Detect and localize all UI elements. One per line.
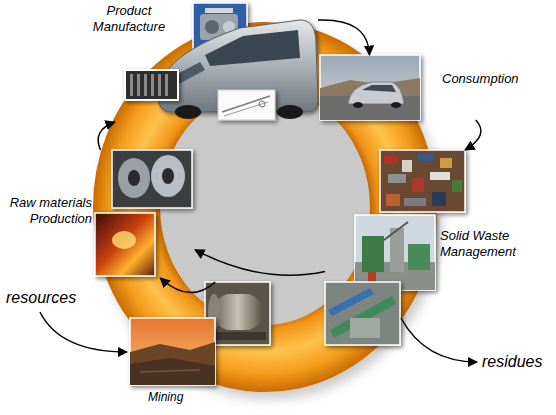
flow-arrow — [160, 278, 215, 293]
waste-photos-part-part — [452, 180, 462, 192]
mining-photos-part-part — [214, 294, 262, 330]
stage-label: Consumption — [442, 71, 524, 87]
raw-materials-photos-part — [112, 150, 192, 208]
raw-materials-photos-part-part — [118, 158, 150, 198]
waste-photos-part-part — [384, 222, 408, 240]
manufacture-photos-part-part — [125, 70, 178, 100]
mining-photos-part-part — [130, 358, 215, 385]
mining-photos-part-part — [140, 370, 200, 372]
stage-node: Raw materials Production — [2, 150, 195, 278]
manufacture-photos-part-part — [218, 90, 275, 120]
waste-photos-part-part — [386, 194, 400, 206]
manufacture-photos-part-part — [224, 102, 268, 116]
manufacture-photos-part-part — [137, 74, 140, 96]
manufacture-photos-part — [277, 105, 303, 119]
stage-label: Mining — [148, 390, 208, 404]
waste-photos-part-part — [368, 272, 376, 282]
waste-photos-part — [355, 215, 435, 290]
stage-node: Solid Waste Management — [325, 150, 552, 346]
manufacture-photos-part-part — [158, 74, 161, 96]
consumption-photo — [320, 55, 420, 120]
waste-photos-part — [325, 282, 400, 345]
stage-node: Product Manufacture — [88, 2, 318, 122]
mining-photos-part-part — [130, 318, 215, 385]
raw-materials-photos-part-part — [128, 170, 140, 186]
waste-photos-part-part — [388, 174, 406, 183]
consumption-photo-part — [348, 82, 404, 104]
flow-label: residues — [482, 352, 542, 371]
mining-photos-part-part — [210, 332, 266, 340]
flow-arrow — [98, 122, 115, 150]
waste-photos-part-part — [404, 198, 426, 206]
waste-photos-part-part — [418, 154, 434, 161]
output-arrow — [401, 318, 477, 362]
manufacture-photos-part-part — [151, 74, 154, 96]
waste-photos-part-part — [330, 296, 396, 338]
manufacture-photos-part-part — [259, 101, 265, 107]
waste-photos-part-part — [408, 244, 430, 270]
raw-materials-photos-part-part — [112, 150, 192, 208]
waste-photos-part-part — [328, 288, 374, 316]
waste-photos-part-part — [355, 215, 435, 290]
mining-photos-part-part — [130, 342, 215, 385]
flow-arrow — [195, 250, 325, 275]
stage-node: Mining — [130, 282, 272, 408]
consumption-photo-part — [391, 102, 401, 108]
manufacture-photos-part — [175, 105, 201, 119]
waste-photos-part-part — [362, 236, 384, 272]
waste-photos-part-part — [432, 192, 446, 206]
consumption-photo-part — [320, 55, 420, 120]
manufacture-photos-part — [205, 30, 300, 66]
raw-materials-photos — [95, 150, 192, 276]
stage-node: Consumption — [320, 55, 526, 120]
flow-arrow — [318, 20, 369, 55]
waste-photos-part-part — [384, 156, 398, 164]
manufacture-photos-part-part — [165, 74, 168, 96]
raw-materials-photos-part — [95, 213, 155, 276]
manufacture-photos-part — [125, 70, 178, 100]
mining-photos — [130, 282, 270, 385]
manufacture-photos-part-part — [205, 8, 233, 13]
raw-materials-photos-part-part — [112, 231, 136, 249]
waste-photos-part-part — [325, 282, 400, 345]
waste-photos-part — [380, 150, 465, 212]
waste-photos-part-part — [350, 318, 380, 338]
consumption-photo-part — [362, 85, 396, 92]
manufacture-photos-part-part — [130, 74, 133, 96]
waste-photos-part-part — [380, 150, 465, 212]
raw-materials-photos-part-part — [151, 155, 185, 197]
waste-photos-part-part — [402, 160, 412, 172]
stage-label: Solid Waste Management — [440, 228, 544, 259]
flow-label: resources — [6, 288, 76, 307]
manufacture-photos-part-part — [144, 74, 147, 96]
waste-photos-part-part — [430, 172, 450, 180]
waste-photos-part-part — [440, 158, 452, 168]
stage-label: Product Manufacture — [88, 3, 170, 34]
manufacture-photos-part-part — [205, 20, 219, 34]
mining-photos-part — [130, 318, 215, 385]
consumption-photo-part — [353, 102, 363, 108]
raw-materials-photos-part-part — [162, 168, 174, 184]
manufacture-photos-part — [218, 90, 275, 120]
waste-photos-part-part — [412, 178, 424, 192]
raw-materials-photos-part-part — [95, 213, 155, 276]
input-arrow — [40, 312, 127, 352]
flow-arrow — [465, 120, 481, 150]
stage-label: Raw materials Production — [2, 195, 92, 226]
